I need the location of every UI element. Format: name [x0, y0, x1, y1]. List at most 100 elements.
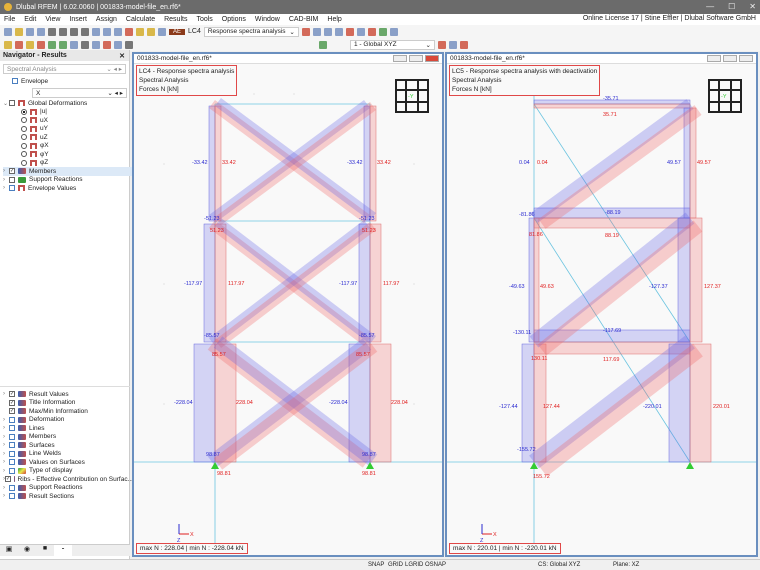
nav-tab-data-icon[interactable]: ▣	[5, 546, 13, 553]
support-icon[interactable]	[37, 40, 45, 49]
direction-select[interactable]: X⌄ ◂ ▸	[32, 88, 127, 98]
display-type-of-display[interactable]: ›Type of display	[3, 467, 73, 475]
display-members[interactable]: ›Members	[3, 433, 57, 441]
render-icon[interactable]	[125, 27, 133, 36]
solid-icon[interactable]	[114, 40, 122, 49]
nodes-icon[interactable]	[334, 27, 343, 36]
osnap-toggle[interactable]: OSNAP	[425, 562, 447, 568]
radio-phix[interactable]: φX	[21, 142, 151, 151]
display-result-sections[interactable]: ›Result Sections	[3, 492, 75, 500]
axis-y-icon[interactable]	[378, 27, 387, 36]
lgrid-toggle[interactable]: LGRID	[405, 562, 424, 568]
filter-icon[interactable]	[301, 27, 310, 36]
vp-minimize-button[interactable]	[707, 55, 721, 62]
radio-u-abs[interactable]: |u|	[21, 108, 151, 117]
color-scale-icon[interactable]	[319, 40, 327, 49]
display-deformation[interactable]: ›Deformation	[3, 416, 65, 424]
menu-edit[interactable]: Edit	[24, 16, 37, 23]
view-front-icon[interactable]	[438, 40, 446, 49]
menu-options[interactable]: Options	[221, 16, 246, 23]
tree-global-deformations[interactable]: ⌄Global Deformations	[3, 99, 88, 107]
vp-close-button[interactable]	[739, 55, 753, 62]
member-icon[interactable]	[26, 40, 34, 49]
snap-toggle[interactable]: SNAP	[368, 562, 385, 568]
view-icon[interactable]	[92, 27, 100, 36]
menu-tools[interactable]: Tools	[196, 16, 213, 23]
display-result-values[interactable]: ›✓Result Values	[3, 390, 69, 398]
result-icon[interactable]	[136, 27, 144, 36]
cloud-icon[interactable]	[26, 27, 34, 36]
nav-tab-display-icon[interactable]: ◉	[23, 546, 31, 553]
vp-close-button[interactable]	[425, 55, 439, 62]
menu-cad-bim[interactable]: CAD-BIM	[288, 16, 319, 23]
tree-members[interactable]: ›✓Members	[3, 167, 133, 176]
display-values-on-surfaces[interactable]: ›Values on Surfaces	[3, 458, 85, 466]
calc-icon[interactable]	[158, 27, 166, 36]
maximize-button[interactable]: ☐	[728, 2, 736, 11]
radio-uz[interactable]: uZ	[21, 133, 151, 142]
open-icon[interactable]	[15, 27, 23, 36]
design-icon[interactable]	[147, 27, 155, 36]
envelope-checkbox[interactable]: Envelope	[12, 77, 142, 86]
dim-icon[interactable]	[125, 40, 133, 49]
redo-icon[interactable]	[81, 27, 89, 36]
menu-view[interactable]: View	[45, 16, 61, 23]
axis-z-icon[interactable]	[389, 27, 398, 36]
coordinate-system-select[interactable]: 1 - Global XYZ⌄	[350, 39, 435, 50]
display-support-reactions[interactable]: ›Support Reactions	[3, 484, 83, 492]
menu-insert[interactable]: Insert	[69, 16, 87, 23]
measure-icon[interactable]	[81, 40, 89, 49]
view-top-icon[interactable]	[460, 40, 468, 49]
radio-phiy[interactable]: φY	[21, 150, 151, 159]
hinge-icon[interactable]	[59, 40, 67, 49]
delete-icon[interactable]	[345, 27, 354, 36]
nav-tab-results-icon[interactable]: ⁃	[54, 545, 72, 556]
display-lines[interactable]: ›Lines	[3, 424, 45, 432]
analysis-select[interactable]: Spectral Analysis⌄ ◂ ▸	[3, 64, 126, 74]
display-max-min-information[interactable]: ✓Max/Min Information	[9, 407, 88, 415]
view-iso-icon[interactable]	[449, 40, 457, 49]
display-ribs[interactable]: ›✓Ribs - Effective Contribution on Surfa…	[3, 475, 133, 483]
undo-icon[interactable]	[70, 27, 78, 36]
line-icon[interactable]	[15, 40, 23, 49]
minimize-button[interactable]: —	[706, 2, 715, 11]
axis-x-icon[interactable]	[367, 27, 376, 36]
results-icon[interactable]	[312, 27, 321, 36]
grid-toggle[interactable]: GRID	[388, 562, 403, 568]
save-icon[interactable]	[48, 27, 56, 36]
save-all-icon[interactable]	[37, 27, 45, 36]
load-icon[interactable]	[48, 40, 56, 49]
menu-results[interactable]: Results	[164, 16, 188, 23]
close-button[interactable]: ✕	[749, 2, 756, 11]
grid-icon[interactable]	[92, 40, 100, 49]
print-icon[interactable]	[59, 27, 67, 36]
load-case-select[interactable]: Response spectra analysis⌄	[203, 26, 299, 37]
snap-icon[interactable]	[4, 40, 12, 49]
tree-support-reactions[interactable]: ›Support Reactions	[3, 176, 83, 184]
menu-calculate[interactable]: Calculate	[125, 16, 156, 23]
box-icon[interactable]	[356, 27, 365, 36]
vp-restore-button[interactable]	[409, 55, 423, 62]
menu-file[interactable]: File	[4, 16, 16, 23]
radio-phiz[interactable]: φZ	[21, 159, 151, 168]
menu-help[interactable]: Help	[327, 16, 342, 23]
radio-uy[interactable]: uY	[21, 125, 151, 134]
vp-minimize-button[interactable]	[393, 55, 407, 62]
display-line-welds[interactable]: ›Line Welds	[3, 450, 62, 458]
display-title-information[interactable]: ✓Title Information	[9, 399, 76, 407]
panel-icon[interactable]	[114, 27, 122, 36]
members-icon[interactable]	[323, 27, 332, 36]
menu-assign[interactable]: Assign	[95, 16, 117, 23]
nav-tab-views-icon[interactable]: ■	[42, 545, 48, 552]
display-surfaces[interactable]: ›Surfaces	[3, 441, 55, 449]
section-icon[interactable]	[70, 40, 78, 49]
menu-window[interactable]: Window	[254, 16, 280, 23]
vp-restore-button[interactable]	[723, 55, 737, 62]
navigator-close-icon[interactable]: ✕	[119, 52, 125, 60]
radio-ux[interactable]: uX	[21, 116, 151, 125]
table-icon[interactable]	[103, 27, 111, 36]
